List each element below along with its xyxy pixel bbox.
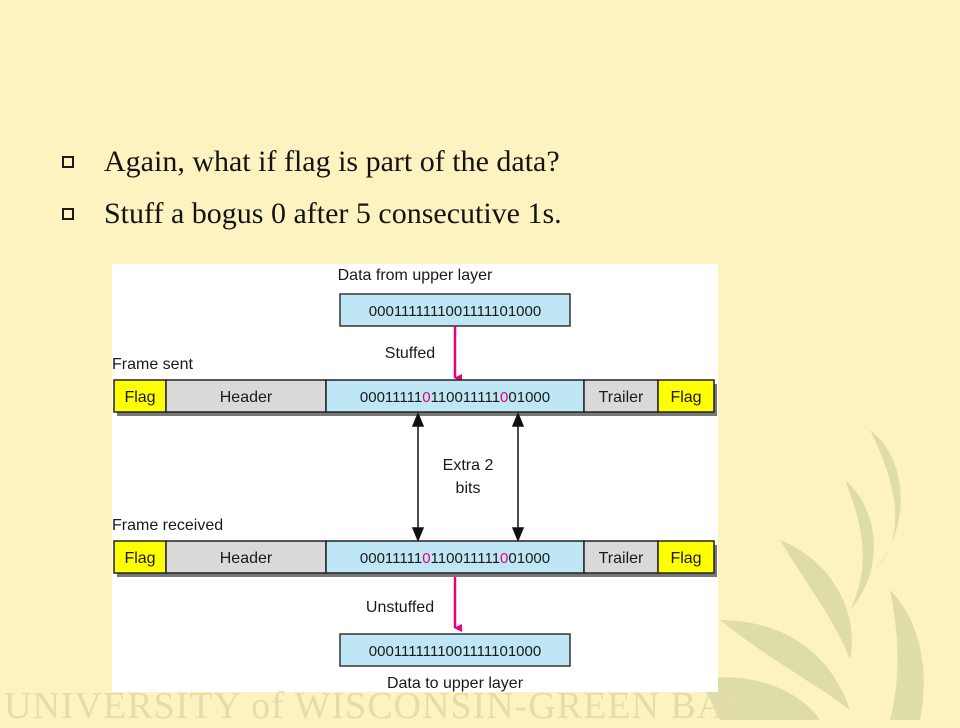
frame-received-label: Frame received (112, 517, 223, 534)
stuffed-bits: 000111110110011111001000 (360, 389, 550, 406)
flag-text: Flag (124, 389, 155, 406)
bullet-list: Again, what if flag is part of the data?… (62, 136, 562, 240)
trailer-cell (583, 379, 659, 413)
square-bullet-icon (62, 208, 74, 220)
bullet-text: Again, what if flag is part of the data? (104, 145, 560, 178)
bit-stuffing-figure: Data from upper layer 000111111100111110… (112, 264, 718, 692)
bullet-text: Stuff a bogus 0 after 5 consecutive 1s. (104, 197, 562, 230)
bottom-data-bits: 0001111111001111101000 (369, 643, 541, 660)
frame-sent: Flag Header 000111110110011111001000 Tra… (113, 379, 717, 416)
bullet-item: Again, what if flag is part of the data? (62, 136, 562, 188)
trailer-text: Trailer (599, 389, 644, 406)
header-text: Header (220, 550, 273, 567)
data-cell (325, 379, 585, 413)
stuffed-label: Stuffed (385, 345, 435, 362)
top-data-box (339, 293, 571, 327)
flag-cell (113, 379, 167, 413)
flag-text: Flag (124, 550, 155, 567)
phoenix-watermark-icon (700, 430, 924, 720)
unstuffed-label: Unstuffed (366, 599, 434, 616)
header-cell (165, 379, 327, 413)
flag-text: Flag (670, 550, 701, 567)
square-bullet-icon (62, 156, 74, 168)
bottom-data-box (339, 633, 571, 667)
stuffed-bits: 000111110110011111001000 (360, 550, 550, 567)
bottom-label: Data to upper layer (387, 675, 524, 692)
trailer-cell (583, 540, 659, 574)
extra-bits-label: Extra 2 (443, 457, 494, 474)
bullet-item: Stuff a bogus 0 after 5 consecutive 1s. (62, 188, 562, 240)
frame-received: Flag Header 000111110110011111001000 Tra… (113, 540, 717, 577)
frame-sent-label: Frame sent (112, 356, 193, 373)
university-footer: UNIVERSITY of WISCONSIN-GREEN BAY (4, 685, 751, 727)
trailer-text: Trailer (599, 550, 644, 567)
header-text: Header (220, 389, 273, 406)
top-data-bits: 0001111111001111101000 (369, 303, 541, 320)
extra-bits-label: bits (456, 480, 481, 497)
flag-text: Flag (670, 389, 701, 406)
extra-bits-arrows (411, 412, 525, 542)
flag-cell (657, 540, 715, 574)
header-cell (165, 540, 327, 574)
flag-cell (657, 379, 715, 413)
flag-cell (113, 540, 167, 574)
top-label: Data from upper layer (338, 267, 493, 284)
